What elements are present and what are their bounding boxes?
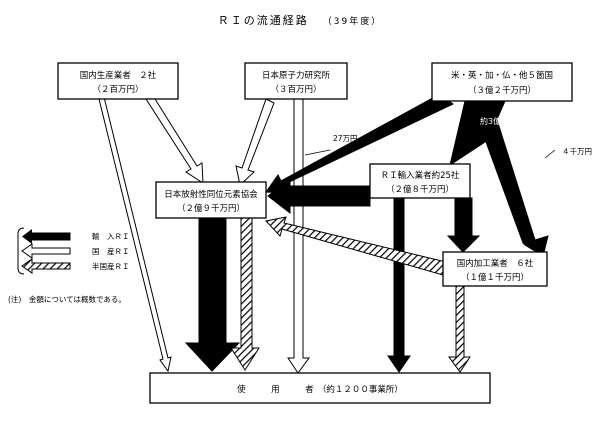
arrow-jaeri-to-users xyxy=(287,98,310,374)
svg-text:国内加工業者 ６社: 国内加工業者 ６社 xyxy=(457,258,534,269)
node-users: 使 用 者 （約１２００事業所） xyxy=(149,372,491,404)
leader-4senman xyxy=(544,149,556,159)
leader-27man xyxy=(304,149,331,156)
arrow-jrias-to-users-import xyxy=(184,217,241,372)
flow-label-3oku: 約3億円 xyxy=(480,116,509,126)
footnote: (注) 金額については概数である。 xyxy=(8,294,126,304)
svg-text:（２百万円）: （２百万円） xyxy=(92,84,143,95)
svg-text:（１億１千万円）: （１億１千万円） xyxy=(461,272,529,283)
svg-text:使 用 者 （約１２００事業所）: 使 用 者 （約１２００事業所） xyxy=(237,384,403,395)
legend-import-label: 輸 入ＲＩ xyxy=(92,231,130,241)
legend-semi-swatch xyxy=(21,258,71,274)
arrow-jaeri-to-jrias xyxy=(235,98,275,186)
node-jaeri: 日本原子力研究所 （３百万円） xyxy=(244,62,348,100)
node-domestic-producers: 国内生産業者 ２社 （２百万円） xyxy=(57,62,179,100)
node-foreign-countries: 米・英・加・仏・他５箇国 （３億２千万円） xyxy=(431,62,573,102)
svg-text:（２億８千万円）: （２億８千万円） xyxy=(386,184,454,195)
arrow-importers-to-jrias xyxy=(267,177,371,215)
legend-domestic-label: 国 産ＲＩ xyxy=(92,246,130,256)
node-ri-importers: ＲＩ輸入業者約25社 （２億８千万円） xyxy=(369,163,471,199)
arrow-producers-to-jrias xyxy=(145,98,204,184)
arrow-importers-to-users xyxy=(387,197,411,373)
svg-text:（３億２千万円）: （３億２千万円） xyxy=(468,85,536,96)
svg-text:（３百万円）: （３百万円） xyxy=(270,84,321,95)
flow-label-27man: 27万円 xyxy=(333,134,358,143)
svg-text:国内生産業者 ２社: 国内生産業者 ２社 xyxy=(80,70,157,81)
arrow-jrias-to-users-semi xyxy=(230,217,260,371)
svg-text:ＲＩ輸入業者約25社: ＲＩ輸入業者約25社 xyxy=(381,170,460,181)
svg-text:（２億９千万円）: （２億９千万円） xyxy=(177,203,245,214)
flow-label-4senman: ４千万円 xyxy=(562,146,592,156)
diagram-title: ＲＩの流通経路（39年度） xyxy=(218,13,382,27)
svg-text:日本原子力研究所: 日本原子力研究所 xyxy=(262,70,331,81)
svg-text:日本放射性同位元素協会: 日本放射性同位元素協会 xyxy=(164,189,258,200)
node-domestic-processors: 国内加工業者 ６社 （１億１千万円） xyxy=(442,251,548,287)
arrow-foreign-to-processors xyxy=(470,100,549,257)
legend-domestic-swatch xyxy=(21,243,71,259)
legend-semi-label: 半国産ＲＩ xyxy=(92,261,130,271)
arrow-producers-to-users xyxy=(98,96,172,373)
arrow-importers-to-processors xyxy=(446,197,481,253)
node-jrias: 日本放射性同位元素協会 （２億９千万円） xyxy=(155,181,267,219)
arrow-processors-to-users xyxy=(448,283,471,373)
svg-text:米・英・加・仏・他５箇国: 米・英・加・仏・他５箇国 xyxy=(451,70,553,81)
arrow-processors-to-jrias xyxy=(265,216,447,276)
legend: 輸 入ＲＩ 国 産ＲＩ 半国産ＲＩ xyxy=(17,227,130,275)
